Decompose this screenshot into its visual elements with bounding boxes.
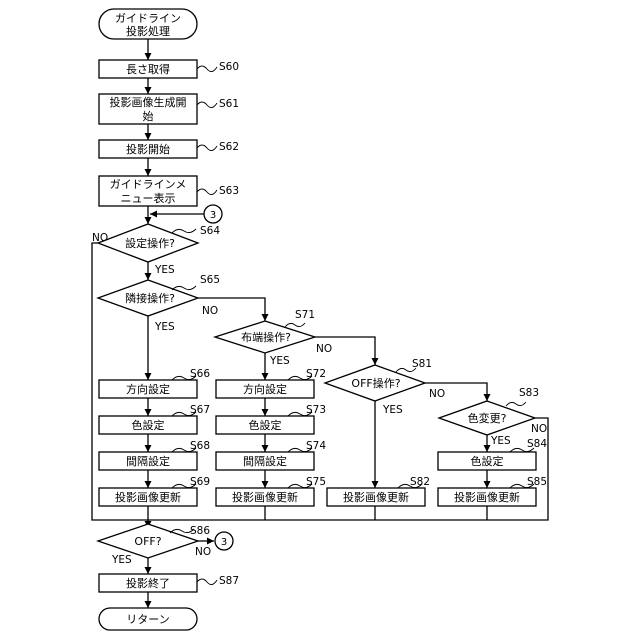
process-s84-label: 色設定	[471, 454, 504, 468]
process-s69: 投影画像更新 S69	[99, 476, 210, 506]
step-id-s65: S65	[200, 274, 220, 286]
step-id-s84: S84	[527, 438, 547, 450]
decision-s65: 隣接操作? S65 NO YES	[98, 274, 220, 333]
process-s60-label: 長さ取得	[126, 63, 170, 76]
branch-yes-s83: YES	[490, 435, 511, 447]
step-id-s66: S66	[190, 368, 210, 380]
step-id-s75: S75	[306, 476, 326, 488]
decision-s81: OFF操作? S81 NO YES	[325, 358, 445, 416]
branch-yes-s65: YES	[154, 321, 175, 333]
process-s69-label: 投影画像更新	[115, 490, 181, 504]
decision-s83-label: 色変更?	[468, 411, 507, 425]
step-id-s67: S67	[190, 404, 210, 416]
connector-3-top-label: 3	[210, 210, 216, 221]
process-s87: 投影終了 S87	[99, 574, 239, 592]
step-id-s69: S69	[190, 476, 210, 488]
process-s68: 間隔設定 S68	[99, 440, 210, 470]
process-s68-label: 間隔設定	[126, 454, 170, 468]
branch-no-s65: NO	[202, 305, 218, 317]
process-s61-line-1: 投影画像生成開	[110, 95, 187, 109]
process-s72-label: 方向設定	[243, 382, 287, 396]
start-terminal: ガイドライン 投影処理	[99, 9, 197, 39]
process-s87-label: 投影終了	[126, 576, 170, 590]
step-id-s74: S74	[306, 440, 326, 452]
process-s72: 方向設定 S72	[216, 368, 326, 398]
step-id-s63: S63	[219, 185, 239, 197]
process-s61-line-2: 始	[143, 109, 154, 123]
decision-s71-label: 布端操作?	[241, 330, 291, 344]
branch-no-s81: NO	[429, 388, 445, 400]
branch-no-s86: NO	[195, 546, 211, 558]
branch-no-s83: NO	[531, 423, 547, 435]
connector-3-bottom: 3	[215, 532, 233, 550]
decision-s71: 布端操作? S71 NO YES	[215, 309, 332, 367]
branch-yes-s86: YES	[111, 554, 132, 566]
process-s74-label: 間隔設定	[243, 454, 287, 468]
step-id-s64: S64	[200, 225, 220, 237]
branch-yes-s64: YES	[154, 264, 175, 276]
process-s67: 色設定 S67	[99, 404, 210, 434]
step-id-s83: S83	[519, 387, 539, 399]
step-id-s60: S60	[219, 61, 239, 73]
connector-3-bottom-label: 3	[221, 537, 227, 548]
decision-s64-label: 設定操作?	[125, 236, 175, 250]
step-id-s72: S72	[306, 368, 326, 380]
process-s82: 投影画像更新 S82	[327, 476, 430, 506]
branch-no-s64: NO	[92, 232, 108, 244]
process-s60: 長さ取得 S60	[99, 60, 239, 78]
decision-s64: 設定操作? S64 NO YES	[92, 224, 220, 276]
process-s75-label: 投影画像更新	[232, 490, 298, 504]
decision-s81-label: OFF操作?	[351, 376, 400, 390]
branch-yes-s71: YES	[269, 355, 290, 367]
step-id-s62: S62	[219, 141, 239, 153]
process-s67-label: 色設定	[132, 418, 165, 432]
start-line-2: 投影処理	[126, 24, 170, 38]
process-s66-label: 方向設定	[126, 382, 170, 396]
branch-yes-s81: YES	[382, 404, 403, 416]
step-id-s86: S86	[190, 525, 210, 537]
process-s62-label: 投影開始	[126, 142, 170, 156]
process-s66: 方向設定 S66	[99, 368, 210, 398]
step-id-s87: S87	[219, 575, 239, 587]
process-s62: 投影開始 S62	[99, 140, 239, 158]
step-id-s81: S81	[412, 358, 432, 370]
branch-no-s71: NO	[316, 343, 332, 355]
decision-s65-label: 隣接操作?	[125, 291, 175, 305]
process-s61: 投影画像生成開 始 S61	[99, 94, 239, 124]
process-s73: 色設定 S73	[216, 404, 326, 434]
process-s82-label: 投影画像更新	[343, 490, 409, 504]
decision-s86-label: OFF?	[134, 535, 161, 548]
step-id-s82: S82	[410, 476, 430, 488]
process-s75: 投影画像更新 S75	[216, 476, 326, 506]
step-id-s73: S73	[306, 404, 326, 416]
step-id-s71: S71	[295, 309, 315, 321]
process-s85: 投影画像更新 S85	[438, 476, 547, 506]
decision-s86: OFF? S86 NO YES	[98, 524, 211, 566]
process-s63-line-1: ガイドラインメ	[110, 178, 187, 191]
process-s85-label: 投影画像更新	[454, 490, 520, 504]
end-terminal: リターン	[99, 608, 197, 630]
process-s73-label: 色設定	[249, 418, 282, 432]
start-line-1: ガイドライン	[115, 12, 181, 25]
process-s63: ガイドラインメ ニュー表示 S63	[99, 176, 239, 206]
connector-3-top: 3	[204, 205, 222, 223]
process-s74: 間隔設定 S74	[216, 440, 326, 470]
step-id-s61: S61	[219, 98, 239, 110]
step-id-s68: S68	[190, 440, 210, 452]
step-id-s85: S85	[527, 476, 547, 488]
end-label: リターン	[126, 613, 169, 626]
process-s63-line-2: ニュー表示	[121, 191, 176, 205]
